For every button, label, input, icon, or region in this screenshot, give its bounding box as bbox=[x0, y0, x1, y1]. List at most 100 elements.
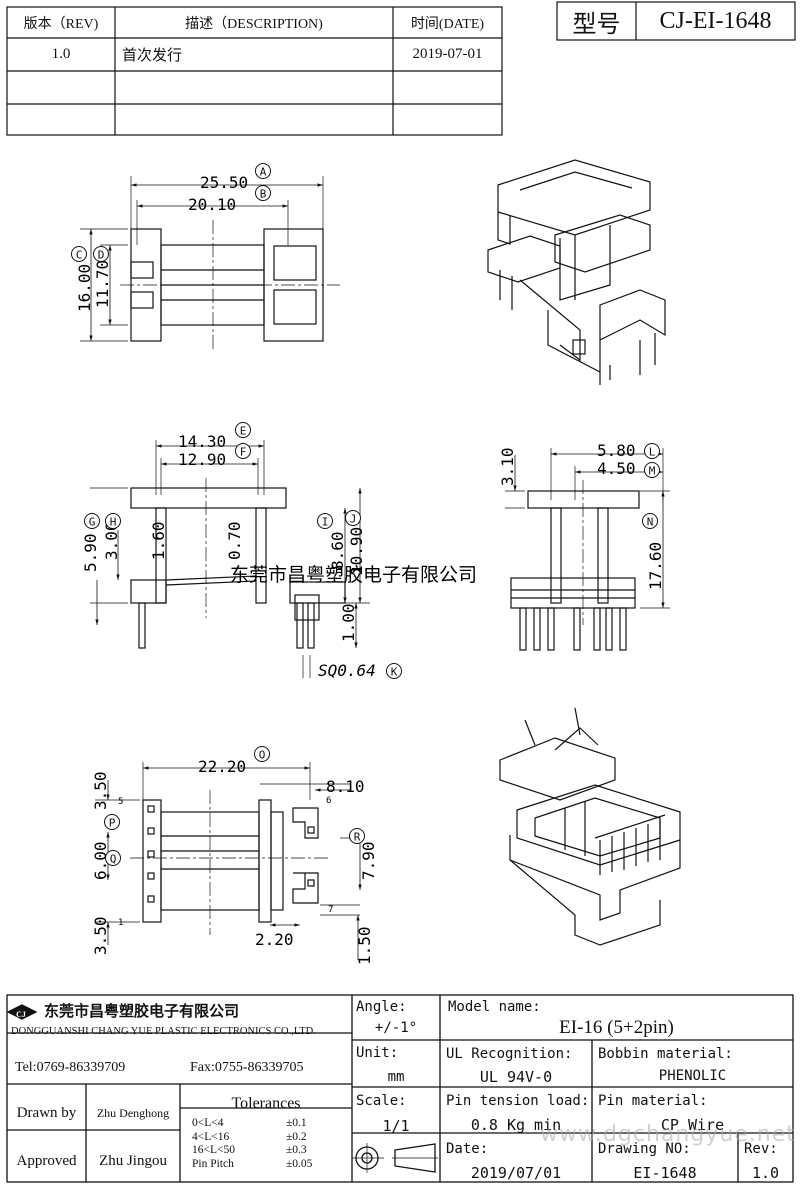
dimension-marker-circle bbox=[255, 163, 271, 179]
dim-o: 22.20 bbox=[198, 757, 246, 776]
angle-label: Angle: bbox=[356, 999, 407, 1015]
unit-label: Unit: bbox=[356, 1045, 399, 1061]
dim-d: 11.70 bbox=[93, 260, 112, 308]
dim-810: 8.10 bbox=[326, 777, 365, 796]
dim-350a: 3.50 bbox=[91, 771, 110, 810]
pin-7-label: 7 bbox=[328, 905, 333, 915]
dimension-marker-letter: B bbox=[260, 188, 267, 201]
drawn-by-label: Drawn by bbox=[16, 1104, 77, 1121]
bobbin-material-value: PHENOLIC bbox=[658, 1068, 727, 1084]
dim-e: 14.30 bbox=[178, 432, 226, 451]
date-value: 2019/07/01 bbox=[470, 1164, 562, 1182]
dimension-marker-letter: L bbox=[649, 446, 656, 459]
dim-pin-100: 1.00 bbox=[339, 603, 358, 642]
company-fax: Fax:0755-86339705 bbox=[190, 1060, 304, 1075]
isometric-top bbox=[487, 159, 666, 385]
model-name-label: Model name: bbox=[448, 999, 541, 1015]
dimension-marker-letter: K bbox=[391, 666, 398, 679]
company-name-cn: 东莞市昌粤塑胶电子有限公司 bbox=[44, 1003, 240, 1020]
rev-label: Rev: bbox=[744, 1141, 778, 1157]
tolerance-row: 0<L<4±0.1 bbox=[192, 1117, 307, 1129]
dimension-marker-circle bbox=[84, 513, 100, 529]
pin-tension-value: 0.8 Kg min bbox=[470, 1116, 562, 1134]
dimension-marker-circle bbox=[235, 443, 251, 459]
model-label: 型号 bbox=[572, 11, 621, 38]
dim-q: 6.00 bbox=[91, 841, 110, 880]
dimension-marker-letter: M bbox=[649, 465, 656, 478]
tolerance-row: 4<L<16±0.2 bbox=[192, 1130, 307, 1143]
company-logo: CJ bbox=[16, 1009, 26, 1019]
tolerance-row: Pin Pitch±0.05 bbox=[192, 1157, 313, 1170]
dim-j: 10.90 bbox=[347, 527, 366, 575]
scale-value: 1/1 bbox=[382, 1117, 410, 1135]
isometric-bottom bbox=[499, 707, 681, 946]
dimension-marker-letter: E bbox=[240, 425, 247, 438]
dim-c: 16.00 bbox=[75, 264, 94, 312]
unit-value: mm bbox=[387, 1069, 405, 1085]
dim-l: 5.80 bbox=[597, 441, 636, 460]
angle-value: +/-1° bbox=[374, 1020, 418, 1036]
dimension-marker-letter: H bbox=[110, 516, 117, 529]
dimension-marker-circle bbox=[386, 663, 402, 679]
company-watermark: 东莞市昌粤塑胶电子有限公司 bbox=[230, 564, 477, 586]
dimension-marker-circle bbox=[93, 246, 109, 262]
dimension-marker-letter: O bbox=[259, 749, 266, 762]
pin-material-label: Pin material: bbox=[598, 1093, 708, 1109]
drawing-no-value: EI-1648 bbox=[633, 1164, 697, 1182]
date-label: Date: bbox=[446, 1141, 489, 1157]
dimension-marker-circle bbox=[254, 746, 270, 762]
revision-table-frame bbox=[6, 1, 796, 136]
dim-160: 1.60 bbox=[149, 521, 168, 560]
pin-5-label: 5 bbox=[118, 797, 123, 807]
dim-k: SQ0.64 bbox=[318, 661, 376, 680]
dimension-marker-circle bbox=[642, 513, 658, 529]
dimension-marker-circle bbox=[104, 814, 120, 830]
dimension-marker-circle bbox=[235, 422, 251, 438]
dimension-marker-letter: F bbox=[240, 446, 247, 459]
dim-side-top: 3.10 bbox=[498, 447, 517, 486]
pin-6-label: 6 bbox=[326, 796, 331, 806]
description-cell: 首次发行 bbox=[122, 48, 183, 64]
dimension-marker-letter: I bbox=[322, 516, 329, 529]
approved-value: Zhu Jingou bbox=[99, 1152, 167, 1169]
date-header: 时间(DATE) bbox=[410, 16, 485, 32]
dimension-marker-circle bbox=[317, 513, 333, 529]
dimension-marker-circle bbox=[255, 185, 271, 201]
dimension-marker-letter: Q bbox=[110, 853, 117, 866]
bobbin-material-label: Bobbin material: bbox=[598, 1046, 733, 1062]
tolerances-label: Tolerances bbox=[231, 1095, 301, 1112]
dimension-marker-circle bbox=[345, 510, 361, 526]
dim-b: 20.10 bbox=[188, 195, 236, 214]
dim-350b: 3.50 bbox=[91, 916, 110, 955]
pin-material-value: CP Wire bbox=[660, 1116, 725, 1134]
pin-tension-label: Pin tension load: bbox=[446, 1093, 590, 1109]
rev-value: 1.0 bbox=[751, 1164, 780, 1182]
drawing-no-label: Drawing NO: bbox=[598, 1141, 691, 1157]
dim-150: 1.50 bbox=[355, 926, 374, 965]
dimension-marker-letter: P bbox=[109, 817, 116, 830]
dim-f: 12.90 bbox=[178, 450, 226, 469]
tolerance-row: 16<L<50±0.3 bbox=[192, 1144, 307, 1156]
dimension-marker-circle bbox=[105, 513, 121, 529]
dimension-marker-circle bbox=[105, 850, 121, 866]
dimension-marker-letter: J bbox=[350, 513, 357, 526]
dim-m: 4.50 bbox=[597, 459, 636, 478]
technical-drawing: 25.50 20.10 16.00 11.70 bbox=[71, 159, 681, 965]
dimension-marker-circle bbox=[71, 246, 87, 262]
dim-220: 2.20 bbox=[255, 930, 294, 949]
website-watermark: www.dgchangyue.net bbox=[540, 1122, 796, 1147]
top-view bbox=[80, 176, 340, 350]
dimension-marker-circle bbox=[349, 828, 365, 844]
dim-n: 17.60 bbox=[646, 542, 665, 590]
dim-i: 8.60 bbox=[328, 531, 347, 570]
dimension-marker-letter: G bbox=[89, 516, 96, 529]
model-number: CJ-EI-1648 bbox=[659, 7, 772, 34]
dim-g: 5.90 bbox=[81, 533, 100, 572]
description-header: 描述（DESCRIPTION) bbox=[185, 16, 323, 32]
dimension-marker-circle bbox=[644, 462, 660, 478]
company-tel: Tel:0769-86339709 bbox=[15, 1060, 126, 1075]
side-view bbox=[90, 440, 370, 678]
tolerance-table: 0<L<4±0.1 4<L<16±0.2 16<L<50±0.3 Pin Pit… bbox=[192, 1117, 350, 1171]
dim-a: 25.50 bbox=[200, 173, 248, 192]
